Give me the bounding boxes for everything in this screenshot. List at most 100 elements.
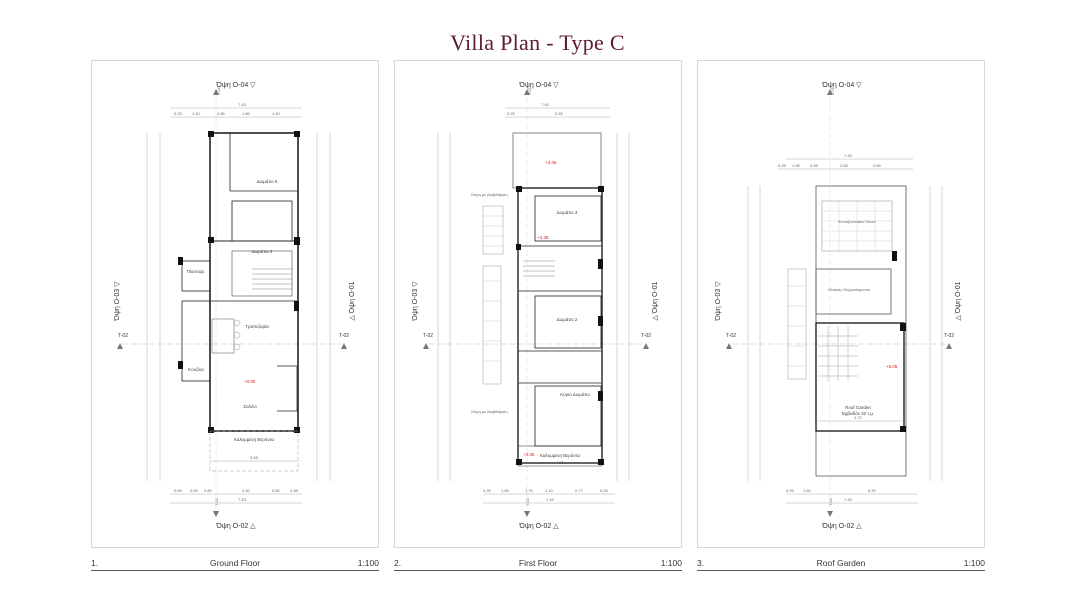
level-marker: +6.05 <box>886 364 898 369</box>
svg-text:1.10: 1.10 <box>192 111 201 116</box>
svg-text:T-01: T-01 <box>527 86 532 95</box>
page-title: Villa Plan - Type C <box>450 30 625 55</box>
sheet-ground-floor[interactable]: Όψη Ο-04 ▽ Όψη Ο-02 △ Όψη Ο-03 ▽ △ Όψη Ο… <box>91 60 379 548</box>
svg-text:T-01: T-01 <box>525 497 530 506</box>
svg-text:3.40: 3.40 <box>242 488 251 493</box>
svg-text:Στέγη με Διαβάθμιση: Στέγη με Διαβάθμιση <box>471 409 508 414</box>
svg-text:T-02: T-02 <box>641 333 651 339</box>
svg-text:Φωτοβολταϊκά Πάνελ: Φωτοβολταϊκά Πάνελ <box>838 219 876 224</box>
svg-text:1.75: 1.75 <box>525 488 534 493</box>
svg-text:Όψη Ο-03 ▽: Όψη Ο-03 ▽ <box>114 281 121 322</box>
room-label: Καλυμμένη Βεράντα <box>234 436 274 442</box>
svg-text:Όψη Ο-04 ▽: Όψη Ο-04 ▽ <box>215 82 256 89</box>
level-marker: +3.35 <box>537 235 549 240</box>
svg-text:1.10: 1.10 <box>545 488 554 493</box>
svg-text:7.43: 7.43 <box>238 497 247 502</box>
svg-text:Όψη Ο-03 ▽: Όψη Ο-03 ▽ <box>715 281 722 322</box>
level-marker: +3.35 <box>523 452 535 457</box>
svg-text:0.25: 0.25 <box>600 488 609 493</box>
svg-text:0.25: 0.25 <box>507 111 516 116</box>
svg-text:Κύριο Δωμάτιο: Κύριο Δωμάτιο <box>560 391 590 397</box>
sheet-first-floor[interactable]: Όψη Ο-04 ▽ Όψη Ο-02 △ Όψη Ο-03 ▽ △ Όψη Ο… <box>394 60 682 548</box>
svg-text:Όψη Ο-02 △: Όψη Ο-02 △ <box>518 523 559 530</box>
svg-text:1.40: 1.40 <box>272 111 281 116</box>
room-label: Δωμάτιο 4 <box>252 248 273 254</box>
svg-text:0.85: 0.85 <box>217 111 226 116</box>
svg-text:T-01: T-01 <box>830 86 835 95</box>
svg-text:T-02: T-02 <box>944 333 954 339</box>
svg-text:0.80: 0.80 <box>204 488 213 493</box>
elevation-west-label: Όψη Ο-03 <box>114 289 121 322</box>
svg-text:△ Όψη Ο-01: △ Όψη Ο-01 <box>349 281 356 320</box>
svg-text:Δωμάτιο 2: Δωμάτιο 2 <box>557 316 578 322</box>
room-label: Τραπεζαρία <box>245 324 269 329</box>
svg-text:T-02: T-02 <box>423 333 433 339</box>
sheet-roof-garden[interactable]: Όψη Ο-04 ▽ Όψη Ο-02 △ Όψη Ο-03 ▽ △ Όψη Ο… <box>697 60 985 548</box>
svg-text:0.90: 0.90 <box>190 488 199 493</box>
elevation-south-label: Όψη Ο-02 <box>215 523 248 530</box>
svg-text:0.89: 0.89 <box>174 488 183 493</box>
section-t2-left: T-02 <box>118 333 128 339</box>
sheet-name: Ground Floor <box>209 558 261 568</box>
caption-ground-floor: 1. Ground Floor 1:100 <box>91 556 379 571</box>
ground-floor-plan: Όψη Ο-04 ▽ Όψη Ο-02 △ Όψη Ο-03 ▽ △ Όψη Ο… <box>114 82 356 530</box>
room-label: Κουζίνα <box>188 367 204 372</box>
svg-text:7.40: 7.40 <box>546 497 555 502</box>
svg-text:1.95: 1.95 <box>792 163 801 168</box>
section-t1-top: T-01 <box>216 86 221 95</box>
svg-text:7.40: 7.40 <box>541 102 550 107</box>
room-label: Δωμάτιο 5 <box>257 178 278 184</box>
svg-text:7.40: 7.40 <box>844 153 853 158</box>
level-marker: +0.05 <box>244 379 256 384</box>
svg-text:Όψη Ο-03 ▽: Όψη Ο-03 ▽ <box>412 281 419 322</box>
svg-text:Όψη Ο-02 △: Όψη Ο-02 △ <box>821 523 862 530</box>
svg-text:Όψη Ο-04 ▽: Όψη Ο-04 ▽ <box>518 82 559 89</box>
sheet-name: Roof Garden <box>816 558 866 568</box>
svg-text:7.40: 7.40 <box>844 497 853 502</box>
svg-text:Καλυμμένη Βεράντα: Καλυμμένη Βεράντα <box>540 452 580 458</box>
svg-text:Ηλιακός Θερμοσίφωνας: Ηλιακός Θερμοσίφωνας <box>828 287 870 292</box>
sheet-scale: 1:100 <box>963 558 985 568</box>
svg-text:0.25: 0.25 <box>778 163 787 168</box>
section-t2-right: T-02 <box>339 333 349 339</box>
svg-text:Όψη Ο-04 ▽: Όψη Ο-04 ▽ <box>821 82 862 89</box>
svg-text:1.60: 1.60 <box>501 488 510 493</box>
svg-text:0.38: 0.38 <box>290 488 299 493</box>
svg-text:△ Όψη Ο-01: △ Όψη Ο-01 <box>955 281 962 320</box>
svg-text:△ Όψη Ο-01: △ Όψη Ο-01 <box>652 281 659 320</box>
svg-text:Δωμάτιο 3: Δωμάτιο 3 <box>557 209 578 215</box>
caption-first-floor: 2. First Floor 1:100 <box>394 556 682 571</box>
svg-text:4.70: 4.70 <box>854 415 863 420</box>
level-marker: +3.45 <box>545 160 557 165</box>
elevation-east-label: Όψη Ο-01 <box>349 281 356 314</box>
roof-garden-plan: Όψη Ο-04 ▽ Όψη Ο-02 △ Όψη Ο-03 ▽ △ Όψη Ο… <box>715 82 962 530</box>
svg-text:0.25: 0.25 <box>483 488 492 493</box>
svg-text:2.65: 2.65 <box>840 163 849 168</box>
svg-text:0.25: 0.25 <box>786 488 795 493</box>
section-t1-bottom: T-01 <box>214 497 219 506</box>
svg-text:2.77: 2.77 <box>575 488 584 493</box>
svg-text:0.80: 0.80 <box>272 488 281 493</box>
sheet-scale: 1:100 <box>357 558 379 568</box>
svg-text:2.65: 2.65 <box>873 163 882 168</box>
svg-text:5.30: 5.30 <box>868 488 877 493</box>
svg-text:T-02: T-02 <box>726 333 736 339</box>
svg-text:T-01: T-01 <box>828 497 833 506</box>
svg-text:1.60: 1.60 <box>242 111 251 116</box>
svg-text:Όψη Ο-02 △: Όψη Ο-02 △ <box>215 523 256 530</box>
svg-text:5.55: 5.55 <box>250 455 259 460</box>
room-label: Roof Garden <box>845 405 871 410</box>
room-label: Πλυσταρ. <box>187 269 206 274</box>
svg-text:4.75: 4.75 <box>556 460 565 465</box>
svg-text:1.60: 1.60 <box>803 488 812 493</box>
sheet-scale: 1:100 <box>660 558 682 568</box>
room-label: Σαλόνι <box>243 403 256 409</box>
svg-text:Στέγη με Διαβάθμιση: Στέγη με Διαβάθμιση <box>471 192 508 197</box>
svg-text:7.43: 7.43 <box>238 102 247 107</box>
svg-text:5.55: 5.55 <box>555 111 564 116</box>
svg-text:0.65: 0.65 <box>810 163 819 168</box>
room-label: Εμβαδόν 32 τ.μ. <box>842 410 874 416</box>
elevation-north-label: Όψη Ο-04 <box>215 82 248 89</box>
caption-roof-garden: 3. Roof Garden 1:100 <box>697 556 985 571</box>
first-floor-plan: Όψη Ο-04 ▽ Όψη Ο-02 △ Όψη Ο-03 ▽ △ Όψη Ο… <box>412 82 659 530</box>
